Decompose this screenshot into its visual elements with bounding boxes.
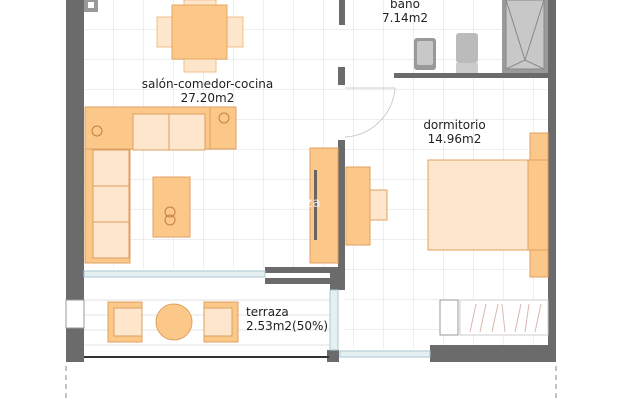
room-name: dormitorio xyxy=(423,118,486,132)
walls xyxy=(66,0,556,362)
bed xyxy=(427,132,549,278)
shower xyxy=(502,0,548,73)
dining-set xyxy=(156,0,244,73)
bidet xyxy=(414,38,436,70)
windows xyxy=(65,270,431,358)
room-area: 2.53m2(50%) xyxy=(246,319,329,333)
watermark: solyanza xyxy=(260,196,322,211)
terrace-furniture xyxy=(107,301,239,343)
terrace-railing xyxy=(84,356,329,358)
room-area: 27.20m2 xyxy=(180,91,235,105)
dimension-lines xyxy=(65,366,557,402)
room-name: terraza xyxy=(246,305,289,319)
coffee-table xyxy=(152,176,191,238)
desk xyxy=(345,166,388,246)
room-name: baño xyxy=(390,0,420,11)
wardrobe[interactable] xyxy=(439,299,549,336)
bedroom-door[interactable] xyxy=(344,87,396,138)
room-area: 7.14m2 xyxy=(381,11,429,25)
toilet xyxy=(456,33,478,73)
sofa xyxy=(84,106,237,264)
tv-unit xyxy=(309,147,339,264)
room-area: 14.96m2 xyxy=(427,132,482,146)
room-name: salón-comedor-cocina xyxy=(141,77,274,91)
